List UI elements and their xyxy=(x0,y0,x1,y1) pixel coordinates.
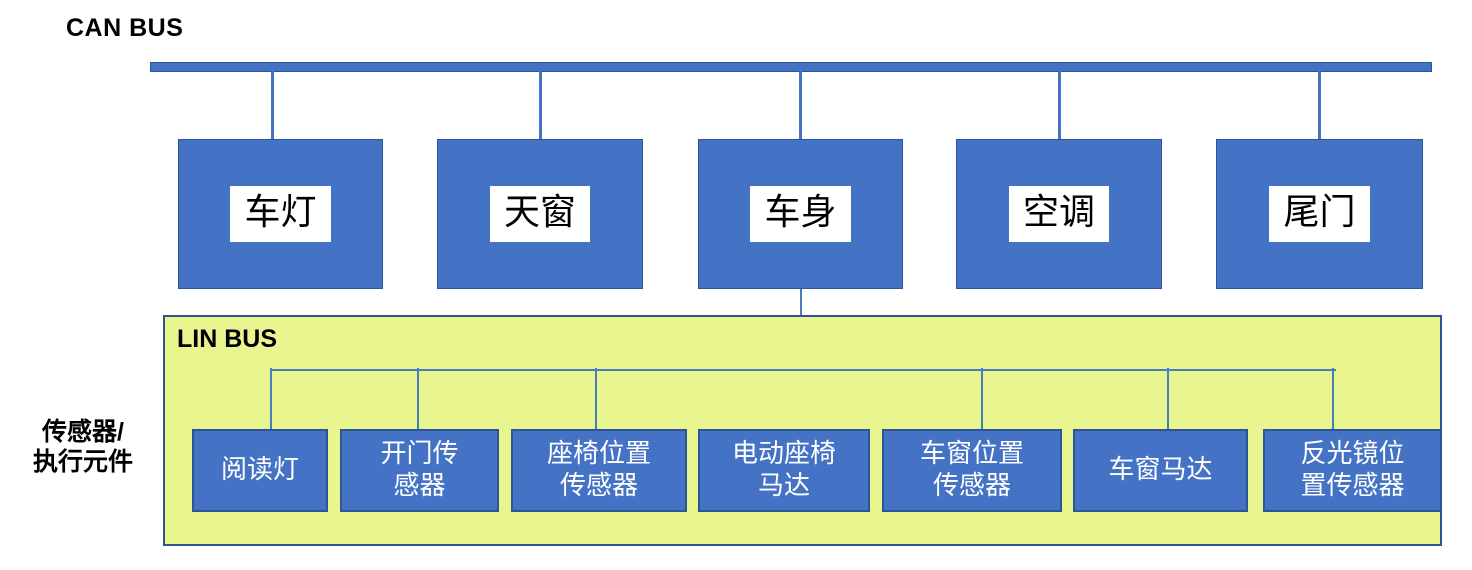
lin-node-label: 反光镜位 置传感器 xyxy=(1296,439,1408,501)
can-node-hvac[interactable]: 空调 xyxy=(956,139,1162,289)
can-connector-line-1 xyxy=(271,70,274,140)
lin-node-label: 电动座椅 马达 xyxy=(728,439,840,501)
lin-bus-title: LIN BUS xyxy=(177,325,277,353)
lin-node-label-line1: 开门传 xyxy=(380,439,459,470)
lin-node-label: 座椅位置 传感器 xyxy=(543,439,655,501)
lin-node-label-line1: 反光镜位 xyxy=(1300,439,1405,470)
can-node-label: 车灯 xyxy=(230,186,331,242)
sensor-actuator-label-line1: 传感器/ xyxy=(42,418,124,446)
lin-node-label-line1: 车窗位置 xyxy=(919,439,1024,470)
lin-node-window-position-sensor[interactable]: 车窗位置 传感器 xyxy=(882,429,1062,512)
lin-node-label-line2: 感器 xyxy=(393,470,446,501)
can-node-label: 尾门 xyxy=(1269,186,1370,242)
can-node-car-light[interactable]: 车灯 xyxy=(178,139,383,289)
lin-bus-distribution-line xyxy=(272,369,1336,371)
can-node-tailgate[interactable]: 尾门 xyxy=(1216,139,1423,289)
lin-node-label-line1: 座椅位置 xyxy=(546,439,651,470)
can-bus-bar xyxy=(150,62,1432,72)
lin-node-power-seat-motor[interactable]: 电动座椅 马达 xyxy=(698,429,870,512)
lin-node-label-line2: 传感器 xyxy=(932,470,1011,501)
lin-node-label: 阅读灯 xyxy=(220,454,299,485)
can-connector-line-5 xyxy=(1318,70,1321,140)
lin-node-label: 开门传 感器 xyxy=(376,439,462,501)
can-node-sunroof[interactable]: 天窗 xyxy=(437,139,643,289)
lin-node-label: 车窗位置 传感器 xyxy=(916,439,1028,501)
lin-connector-line-6 xyxy=(1167,368,1169,430)
lin-node-mirror-position-sensor[interactable]: 反光镜位 置传感器 xyxy=(1263,429,1442,512)
lin-node-label-line2: 传感器 xyxy=(559,470,638,501)
lin-node-label-line2: 置传感器 xyxy=(1300,470,1405,501)
lin-node-label: 车窗马达 xyxy=(1108,454,1213,485)
lin-node-reading-light[interactable]: 阅读灯 xyxy=(192,429,328,512)
lin-node-door-open-sensor[interactable]: 开门传 感器 xyxy=(340,429,499,512)
sensor-actuator-label-line2: 执行元件 xyxy=(32,447,133,476)
can-node-label: 车身 xyxy=(750,186,851,242)
lin-node-window-motor[interactable]: 车窗马达 xyxy=(1073,429,1248,512)
can-connector-line-2 xyxy=(539,70,542,140)
can-connector-line-3 xyxy=(799,70,802,140)
lin-connector-line-7 xyxy=(1332,368,1334,430)
lin-connector-line-3 xyxy=(595,368,597,430)
lin-node-label-line1: 电动座椅 xyxy=(731,439,836,470)
lin-node-seat-position-sensor[interactable]: 座椅位置 传感器 xyxy=(511,429,687,512)
can-node-label: 空调 xyxy=(1008,186,1109,242)
lin-connector-line-2 xyxy=(417,368,419,430)
lin-connector-line-1 xyxy=(270,368,272,430)
lin-connector-line-5 xyxy=(981,368,983,430)
lin-node-label-line2: 马达 xyxy=(757,470,810,501)
can-connector-line-4 xyxy=(1058,70,1061,140)
can-bus-title: CAN BUS xyxy=(66,14,184,42)
can-node-body[interactable]: 车身 xyxy=(698,139,903,289)
sensor-actuator-side-label: 传感器/ 执行元件 xyxy=(8,418,158,477)
can-node-label: 天窗 xyxy=(489,186,590,242)
